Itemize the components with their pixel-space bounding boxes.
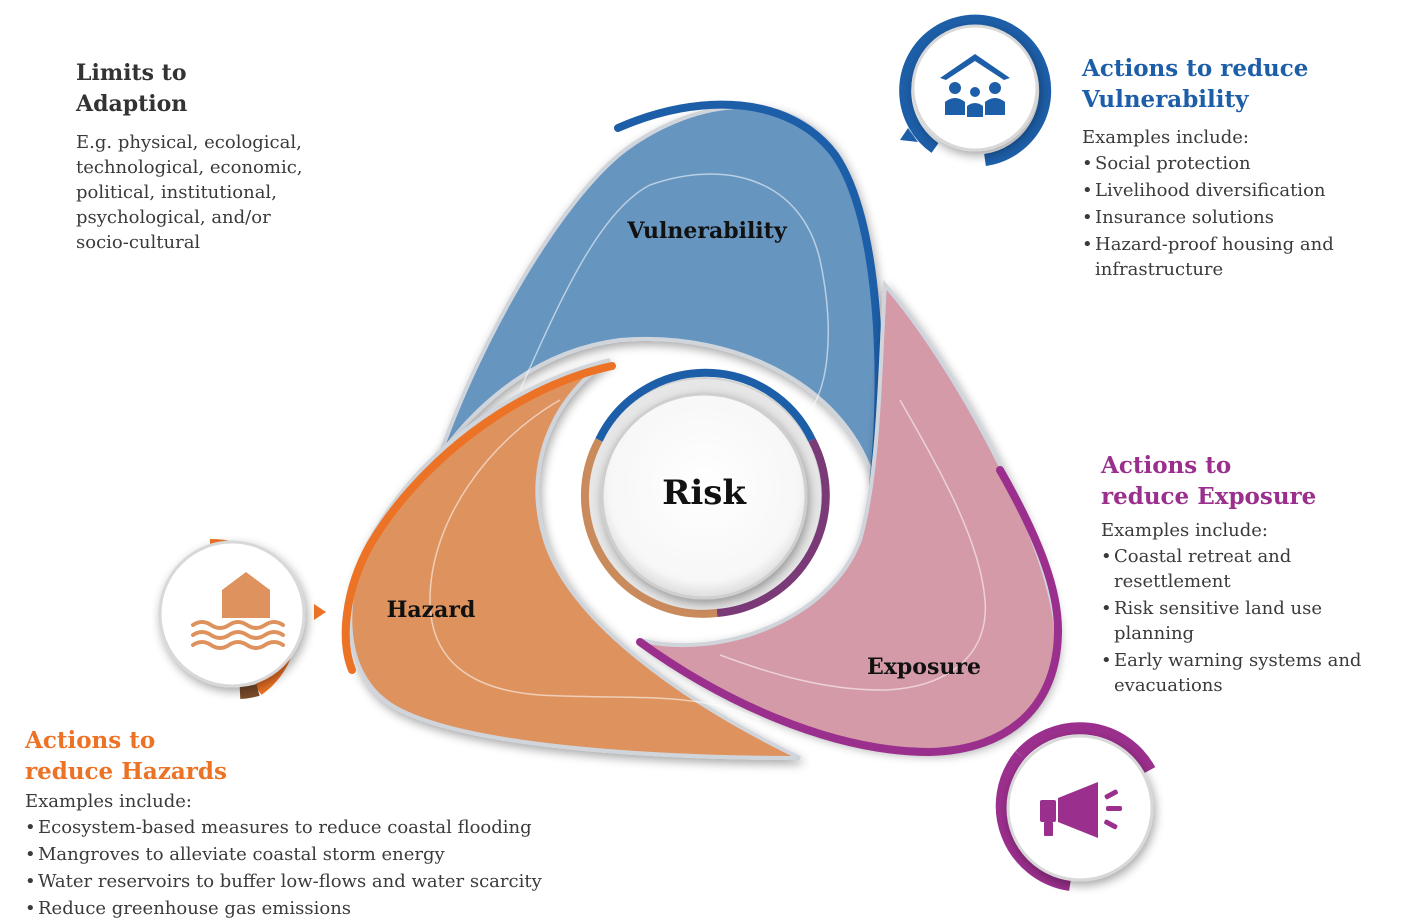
list-item: Livelihood diversification [1082, 178, 1382, 203]
title-line: Actions to [1101, 452, 1232, 479]
title-line: Actions to [25, 727, 156, 754]
list-item: Risk sensitive land use planning [1101, 596, 1401, 646]
hazard-actions-title: Actions to reduce Hazards [25, 725, 645, 787]
exposure-actions-title: Actions to reduce Exposure [1101, 450, 1401, 512]
people-shelter-icon [940, 54, 1010, 117]
title-line: Actions to reduce [1082, 55, 1309, 82]
limits-title: Limits to Adaption [76, 58, 396, 120]
hazard-label: Hazard [387, 597, 476, 623]
list-item: Mangroves to alleviate coastal storm ene… [25, 842, 645, 867]
flooded-house-icon [222, 572, 270, 618]
hazard-actions: Actions to reduce Hazards Examples inclu… [25, 725, 645, 923]
vulnerability-actions: Actions to reduce Vulnerability Examples… [1082, 53, 1382, 284]
limits-description: E.g. physical, ecological, technological… [76, 130, 396, 255]
list-item: Ecosystem-based measures to reduce coast… [25, 815, 645, 840]
limits-desc-line: socio-cultural [76, 232, 201, 253]
limits-title-line: Limits to [76, 60, 187, 86]
list-item: Coastal retreat and resettlement [1101, 544, 1401, 594]
list-item: Early warning systems and evacuations [1101, 648, 1401, 698]
vulnerability-icon-badge [899, 14, 1052, 166]
title-line: reduce Exposure [1101, 483, 1317, 510]
limits-to-adaption: Limits to Adaption E.g. physical, ecolog… [76, 58, 396, 255]
exposure-actions: Actions to reduce Exposure Examples incl… [1101, 450, 1401, 700]
exposure-actions-lead: Examples include: [1101, 520, 1269, 541]
exposure-icon-badge [995, 722, 1156, 891]
title-line: reduce Hazards [25, 758, 227, 785]
risk-label: Risk [662, 473, 747, 513]
limits-desc-line: political, institutional, [76, 182, 277, 203]
exposure-label: Exposure [867, 654, 981, 680]
vulnerability-label: Vulnerability [626, 218, 787, 244]
risk-circle: Risk [581, 368, 830, 618]
hazard-lobe [341, 358, 801, 760]
list-item: Hazard-proof housing and infrastructure [1082, 232, 1382, 282]
hazard-icon-badge [158, 538, 326, 699]
hazard-actions-lead: Examples include: [25, 791, 193, 812]
limits-desc-line: E.g. physical, ecological, [76, 132, 302, 153]
water-waves-icon [191, 620, 285, 650]
hazard-actions-list: Ecosystem-based measures to reduce coast… [25, 815, 645, 921]
list-item: Reduce greenhouse gas emissions [25, 896, 645, 921]
list-item: Social protection [1082, 151, 1382, 176]
limits-desc-line: technological, economic, [76, 157, 303, 178]
exposure-lobe [636, 280, 1063, 757]
list-item: Insurance solutions [1082, 205, 1382, 230]
vulnerability-actions-lead: Examples include: [1082, 127, 1250, 148]
megaphone-icon [1040, 782, 1122, 838]
limits-desc-line: psychological, and/or [76, 207, 271, 228]
list-item: Water reservoirs to buffer low-flows and… [25, 869, 645, 894]
title-line: Vulnerability [1082, 86, 1249, 113]
vulnerability-actions-title: Actions to reduce Vulnerability [1082, 53, 1382, 115]
exposure-actions-list: Coastal retreat and resettlement Risk se… [1101, 544, 1401, 698]
vulnerability-actions-list: Social protection Livelihood diversifica… [1082, 151, 1382, 282]
limits-title-line: Adaption [76, 91, 188, 117]
